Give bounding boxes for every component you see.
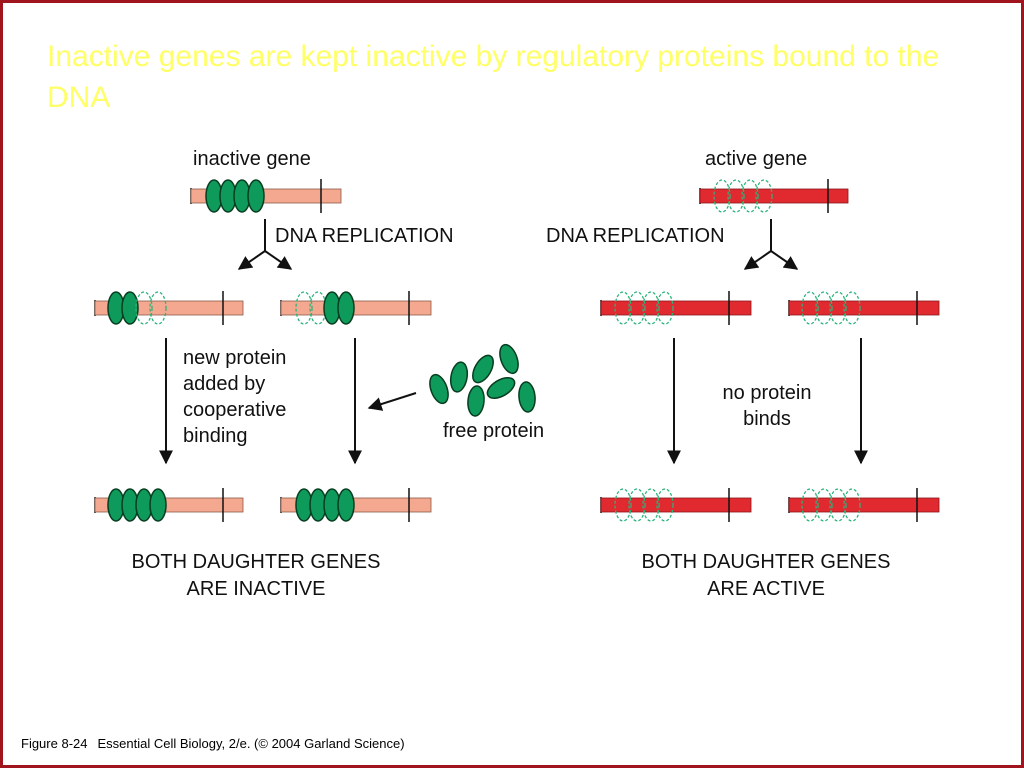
figure-source: Essential Cell Biology, 2/e. (© 2004 Gar… — [97, 736, 405, 751]
svg-text:new protein: new protein — [183, 347, 286, 369]
svg-text:binds: binds — [743, 408, 791, 430]
svg-text:no protein: no protein — [723, 382, 812, 404]
result-label-active: BOTH DAUGHTER GENES ARE ACTIVE — [642, 551, 891, 600]
figure-number: Figure 8-24 — [21, 736, 88, 751]
free-protein-group — [429, 343, 536, 417]
gene-inheritance-diagram: inactive gene DNA REPLICATION — [94, 148, 940, 600]
active-gene-label: active gene — [705, 148, 807, 170]
daughter-gene-right-2 — [788, 291, 940, 325]
svg-text:BOTH DAUGHTER GENES: BOTH DAUGHTER GENES — [642, 551, 891, 573]
replication-fork-right — [743, 219, 799, 270]
final-gene-right-1 — [600, 488, 752, 522]
final-gene-left-2 — [280, 488, 432, 522]
svg-text:ARE INACTIVE: ARE INACTIVE — [187, 578, 326, 600]
daughter-gene-left-2 — [280, 291, 432, 325]
figure-caption: Figure 8-24 Essential Cell Biology, 2/e. … — [21, 736, 405, 751]
svg-text:binding: binding — [183, 425, 248, 447]
dna-replication-label-right: DNA REPLICATION — [546, 225, 725, 247]
dna-replication-label-left: DNA REPLICATION — [275, 225, 454, 247]
parent-active-gene — [699, 179, 849, 213]
new-protein-label: new protein added by cooperative binding — [183, 347, 286, 447]
svg-text:added by: added by — [183, 373, 265, 395]
final-gene-right-2 — [788, 488, 940, 522]
no-protein-label: no protein binds — [723, 382, 812, 430]
daughter-gene-right-1 — [600, 291, 752, 325]
svg-text:ARE ACTIVE: ARE ACTIVE — [707, 578, 825, 600]
parent-inactive-gene — [190, 179, 342, 213]
svg-text:BOTH DAUGHTER GENES: BOTH DAUGHTER GENES — [132, 551, 381, 573]
free-protein-arrow — [367, 392, 417, 411]
slide-title: Inactive genes are kept inactive by regu… — [47, 40, 940, 114]
inactive-gene-label: inactive gene — [193, 148, 311, 170]
bound-protein-cluster — [205, 179, 265, 213]
free-protein-label: free protein — [443, 420, 544, 442]
result-label-inactive: BOTH DAUGHTER GENES ARE INACTIVE — [132, 551, 381, 600]
final-gene-left-1 — [94, 488, 244, 522]
daughter-gene-left-1 — [94, 291, 244, 325]
svg-text:cooperative: cooperative — [183, 399, 286, 421]
replication-fork-left — [237, 219, 293, 270]
